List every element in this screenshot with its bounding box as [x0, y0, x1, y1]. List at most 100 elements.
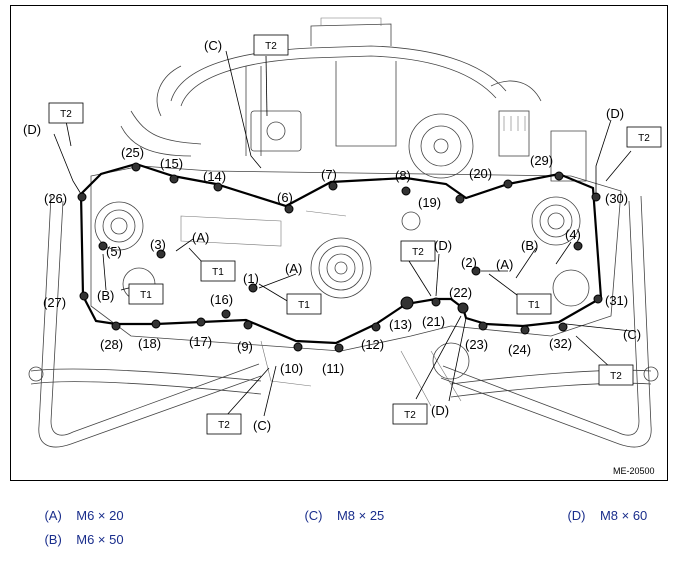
- bolt-22-marker: [457, 302, 469, 314]
- legend-key: (B): [44, 532, 62, 547]
- torque-label: T2: [404, 410, 416, 421]
- bolt-label-30: (30): [605, 191, 628, 206]
- bolt-16-marker: [221, 309, 231, 319]
- bolt-25-marker: [131, 162, 141, 172]
- bolt-label-20: (20): [469, 166, 492, 181]
- bolt-label-9: (9): [237, 339, 253, 354]
- torque-box-t2: [400, 240, 436, 262]
- bolt-label-32: (32): [549, 336, 572, 351]
- bolt-30-marker: [591, 192, 601, 202]
- legend-spec: M8 × 60: [599, 508, 648, 523]
- bolt-5-marker: [98, 241, 108, 251]
- bolt-12-marker: [371, 322, 381, 332]
- torque-box-t1: [128, 283, 164, 305]
- legend-key: (D): [567, 508, 586, 523]
- type-label-c: (C): [204, 38, 222, 53]
- bolt-label-15: (15): [160, 156, 183, 171]
- bolt-label-10: (10): [280, 361, 303, 376]
- legend-spec: M6 × 50: [76, 532, 124, 547]
- bolt-13-marker: [400, 296, 414, 310]
- bolt-label-17: (17): [189, 334, 212, 349]
- bolt-9-marker: [243, 320, 253, 330]
- torque-label: T2: [218, 420, 230, 431]
- type-label-d: (D): [23, 122, 41, 137]
- bolt-type-labels: (C) (D) (D) (A) (A) (A) (D) (B) (B) (C) …: [23, 38, 641, 433]
- bolt-8-marker: [401, 186, 411, 196]
- torque-label: T2: [412, 247, 424, 258]
- bolt-29-marker: [554, 171, 564, 181]
- torque-box-t2: [206, 413, 242, 435]
- bolt-label-13: (13): [389, 317, 412, 332]
- type-label-d: (D): [431, 403, 449, 418]
- bolt-19-marker: [455, 194, 465, 204]
- bolt-label-18: (18): [138, 336, 161, 351]
- bolt-label-26: (26): [44, 191, 67, 206]
- bolt-11-marker: [334, 343, 344, 353]
- bolt-26-marker: [77, 192, 87, 202]
- bolt-number-labels: (1) (2) (3) (4) (5) (6) (7) (8) (9) (10)…: [43, 145, 628, 376]
- diagram-frame: T2 T2 T2 T2 T2 T2 T2 T1 T1 T1 T1 (C) (D)…: [10, 5, 668, 481]
- legend-item-d: (D) M8 × 60: [553, 493, 647, 538]
- legend-item-c: (C) M8 × 25: [290, 493, 384, 538]
- bolt-markers: [77, 162, 603, 353]
- bolt-label-4: (4): [565, 227, 581, 242]
- bolt-31-marker: [593, 294, 603, 304]
- legend: (A) M6 × 20 (C) M8 × 25 (D) M8 × 60 (B) …: [0, 487, 679, 547]
- legend-spec: M6 × 20: [76, 508, 124, 523]
- bolt-32-marker: [558, 322, 568, 332]
- bolt-1-marker: [248, 283, 258, 293]
- bolt-label-11: (11): [322, 361, 344, 376]
- bolt-label-21: (21): [422, 314, 445, 329]
- type-label-b: (B): [521, 238, 538, 253]
- bolt-label-8: (8): [395, 168, 411, 183]
- bolt-label-2: (2): [461, 255, 477, 270]
- torque-box-t2: [392, 403, 428, 425]
- torque-label: T2: [265, 41, 277, 52]
- bolt-label-5: (5): [106, 244, 122, 259]
- legend-item-a: (A) M6 × 20: [30, 493, 124, 538]
- bolt-label-12: (12): [361, 337, 384, 352]
- timing-cover-outline: [79, 162, 603, 345]
- type-label-d: (D): [434, 238, 452, 253]
- torque-label: T2: [610, 371, 622, 382]
- bolt-20-marker: [503, 179, 513, 189]
- bolt-label-6: (6): [277, 190, 293, 205]
- bolt-label-31: (31): [605, 293, 628, 308]
- bolt-17-marker: [196, 317, 206, 327]
- bolt-label-24: (24): [508, 342, 531, 357]
- bolt-label-25: (25): [121, 145, 144, 160]
- bolt-6-marker: [284, 204, 294, 214]
- bolt-label-19: (19): [418, 195, 441, 210]
- type-label-b: (B): [97, 288, 114, 303]
- legend-key: (A): [44, 508, 62, 523]
- bolt-23-marker: [478, 321, 488, 331]
- torque-box-t2: [48, 102, 84, 124]
- figure-code: ME-20500: [613, 466, 655, 476]
- legend-spec: M8 × 25: [336, 508, 385, 523]
- torque-label: T1: [212, 267, 224, 278]
- bolt-label-7: (7): [321, 167, 337, 182]
- bolt-15-marker: [169, 174, 179, 184]
- torque-label: T1: [298, 300, 310, 311]
- torque-label: T2: [60, 109, 72, 120]
- torque-boxes: T2 T2 T2 T2 T2 T2 T2 T1 T1 T1 T1: [48, 34, 662, 435]
- bolt-21-marker: [431, 297, 441, 307]
- torque-box-t1: [200, 260, 236, 282]
- type-label-a: (A): [192, 230, 209, 245]
- torque-label: T2: [638, 133, 650, 144]
- torque-label: T1: [528, 300, 540, 311]
- bolt-7-marker: [328, 181, 338, 191]
- bolt-label-27: (27): [43, 295, 66, 310]
- engine-diagram: T2 T2 T2 T2 T2 T2 T2 T1 T1 T1 T1 (C) (D)…: [23, 17, 662, 476]
- bolt-label-23: (23): [465, 337, 488, 352]
- type-label-c: (C): [623, 327, 641, 342]
- torque-box-t2: [626, 126, 662, 148]
- type-label-c: (C): [253, 418, 271, 433]
- bolt-28-marker: [111, 321, 121, 331]
- bolt-3-marker: [156, 249, 166, 259]
- torque-box-t1: [286, 293, 322, 315]
- bolt-24-marker: [520, 325, 530, 335]
- bolt-label-14: (14): [203, 169, 226, 184]
- bolt-4-marker: [573, 241, 583, 251]
- torque-box-t2: [598, 364, 634, 386]
